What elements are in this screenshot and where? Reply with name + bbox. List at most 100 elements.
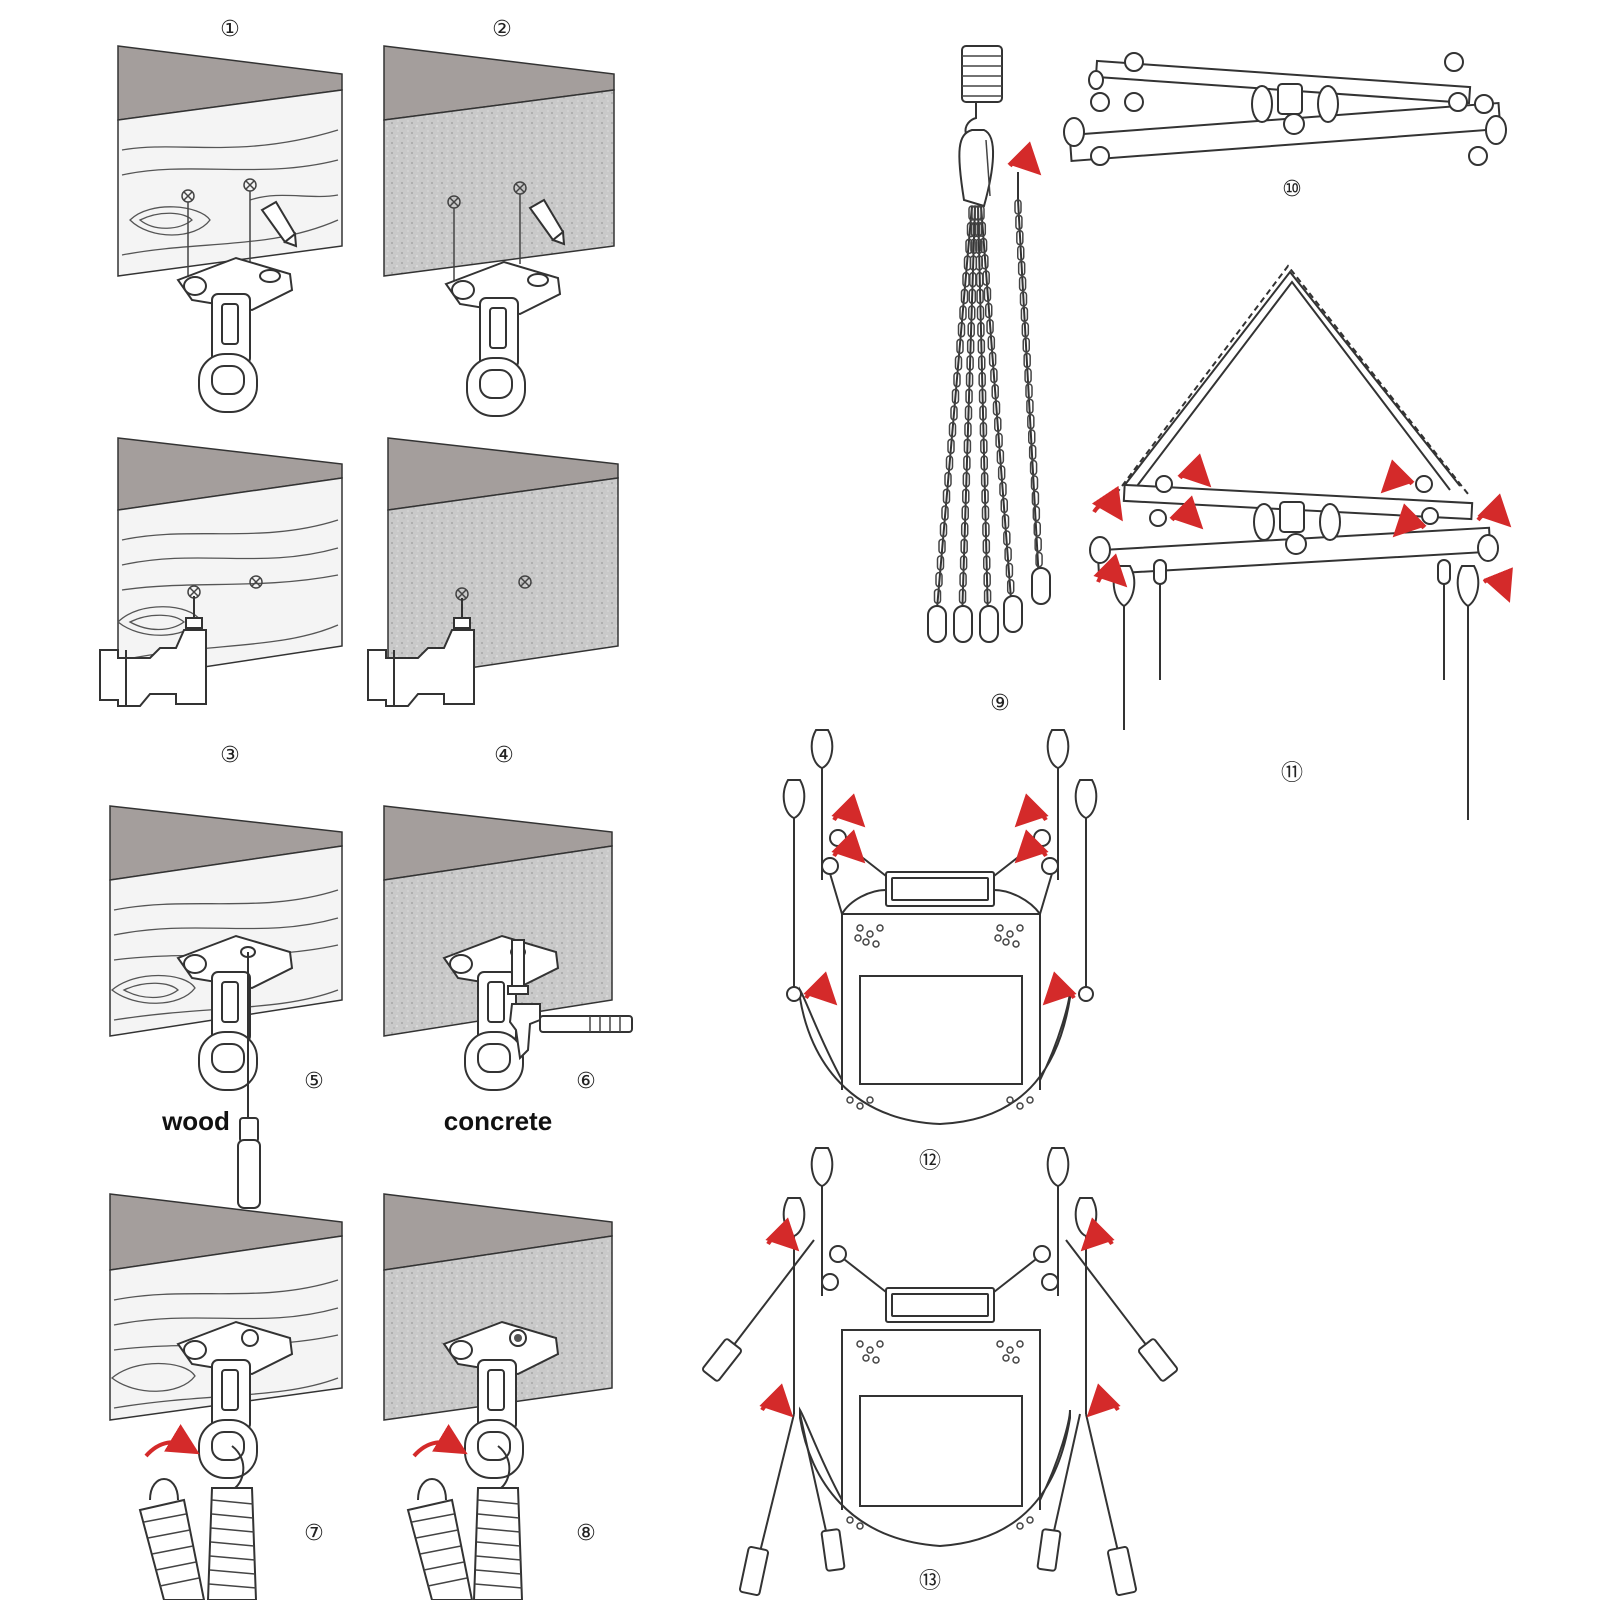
stirrup-strap-icon (702, 1239, 1178, 1597)
chain-link (953, 371, 961, 388)
chain-link (1000, 497, 1008, 514)
chain-link (977, 338, 986, 355)
chain-link (991, 384, 999, 400)
chain-link (976, 305, 985, 321)
step-number-1: ① (220, 17, 240, 42)
chain-link (980, 455, 988, 471)
chain-link (960, 538, 968, 555)
chain-link (970, 221, 979, 238)
chain-link (954, 355, 963, 371)
step-number-10: ⑩ (1282, 177, 1302, 202)
chain-link (978, 388, 987, 405)
chain-link (988, 351, 997, 367)
pencil-icon (260, 200, 298, 248)
arrow-icon (1007, 141, 1042, 176)
chain-link (1005, 562, 1014, 579)
chain-link (958, 588, 967, 605)
chain-link (1034, 536, 1042, 553)
drill-icon (367, 598, 475, 707)
step-number-6: ⑥ (576, 1069, 596, 1094)
chain-link (966, 355, 974, 371)
pencil-icon (528, 198, 566, 246)
chain-link (1016, 229, 1024, 246)
chain-link (1027, 413, 1035, 430)
swivel-hook-icon (444, 260, 562, 417)
chain-link (933, 588, 942, 605)
chain-link (981, 505, 990, 521)
chain-link (965, 238, 973, 255)
chain-link (950, 405, 958, 421)
chain-link (962, 488, 970, 505)
step-7-panel: ⑦ (109, 1193, 343, 1600)
anchor-bolt-icon (507, 939, 529, 995)
chain-link (1033, 521, 1041, 537)
chain-link (1028, 444, 1037, 461)
chain-link (981, 488, 989, 505)
chain-link (959, 555, 968, 571)
chain-link (979, 405, 987, 421)
chain-link (977, 205, 985, 221)
chain-link (1020, 306, 1029, 323)
step-2-panel: ② (383, 17, 615, 417)
chain-link (1017, 260, 1026, 277)
step-1-panel: ① (117, 17, 343, 413)
chain-link (981, 254, 989, 270)
step-8-panel: ⑧ (383, 1193, 613, 1600)
chain-link (956, 338, 964, 355)
step-number-5: ⑤ (304, 1069, 324, 1094)
chain-icon (1115, 264, 1469, 495)
chain-link (960, 288, 969, 305)
chain-link (978, 221, 987, 237)
arrow-icon (412, 1424, 468, 1458)
chain-link (961, 505, 969, 521)
step-number-11: ⑪ (1281, 761, 1303, 786)
swivel-hook-icon (176, 256, 294, 413)
step-5-panel: ⑤ wood (109, 805, 343, 1209)
chain-link (962, 471, 971, 488)
chain-link (987, 335, 996, 351)
chain-link (975, 238, 983, 255)
chain-link (974, 205, 982, 221)
chain-link (986, 319, 994, 335)
chain-link (979, 421, 988, 438)
spring-icon (961, 45, 1003, 141)
chain-link (941, 505, 949, 521)
chain-link (966, 338, 975, 355)
chain-link (982, 521, 990, 538)
chain-link (948, 421, 957, 438)
chain-link (1029, 459, 1038, 476)
drill-icon (99, 596, 207, 707)
chain-link (963, 455, 971, 471)
chain-link (1025, 383, 1033, 399)
chain-link (1023, 352, 1031, 369)
chain-link (983, 571, 991, 588)
step-number-8: ⑧ (576, 1521, 596, 1546)
chain-link (1019, 291, 1028, 307)
spring-icon (138, 1478, 206, 1600)
chain-link (980, 471, 989, 488)
chain-link (996, 449, 1005, 465)
spring-icon (406, 1478, 474, 1600)
step-number-4: ④ (494, 743, 514, 768)
material-label-concrete: concrete (444, 1106, 552, 1136)
swivel-hook-icon (176, 934, 294, 1091)
chain-link (1018, 275, 1027, 292)
chain-link (964, 421, 972, 438)
chain-link (1030, 475, 1039, 491)
arrow-icon (144, 1424, 200, 1458)
chain-link (1031, 490, 1040, 507)
step-number-12: ⑫ (919, 1149, 941, 1174)
arrow-icon (1091, 453, 1513, 603)
step-4-panel: ④ (367, 437, 619, 768)
sling-icon (799, 829, 1071, 1126)
spreader-bar-icon (1063, 52, 1507, 166)
arrow-icon (759, 1217, 1121, 1418)
spring-icon (206, 1445, 258, 1600)
chain-link (936, 555, 945, 571)
chain-link (965, 371, 974, 388)
chain-link (997, 465, 1006, 481)
chain-link (944, 471, 952, 488)
chain-link (1015, 214, 1023, 231)
chain-link (935, 571, 943, 588)
chain-link (965, 388, 973, 405)
